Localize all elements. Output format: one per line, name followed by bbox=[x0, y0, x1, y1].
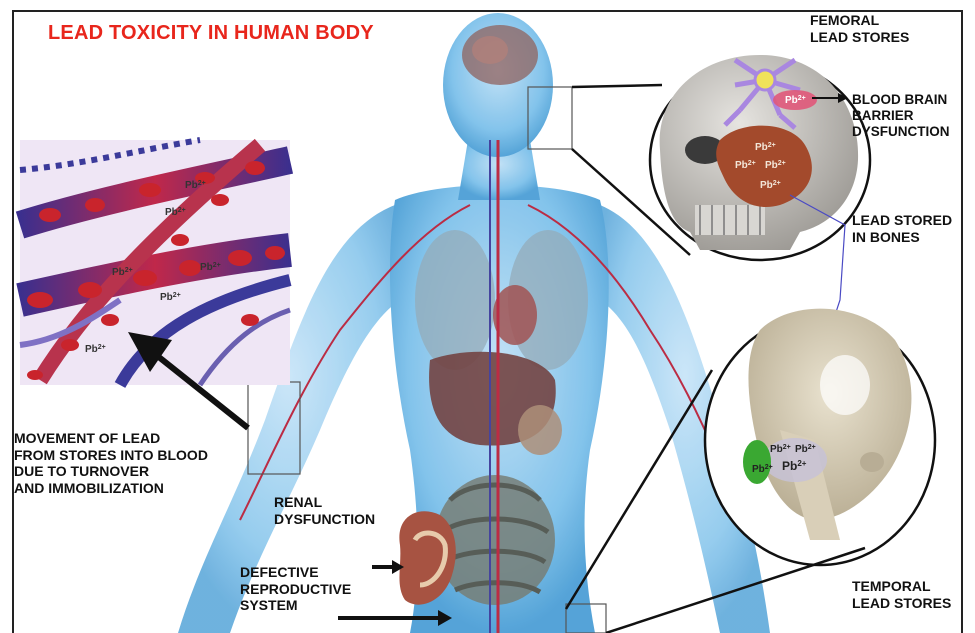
page-title: LEAD TOXICITY IN HUMAN BODY bbox=[48, 22, 374, 45]
connector-line bbox=[572, 85, 662, 87]
skull-inset: Pb2+ Pb2+ Pb2+ Pb2+ Pb2+ bbox=[650, 55, 870, 260]
label-movement-of-lead: MOVEMENT OF LEAD FROM STORES INTO BLOOD … bbox=[14, 430, 208, 496]
label-femoral-lead-stores: FEMORAL LEAD STORES bbox=[810, 12, 909, 45]
label-blood-brain-barrier: BLOOD BRAIN BARRIER DYSFUNCTION bbox=[852, 92, 950, 140]
label-lead-stored-in-bones: LEAD STORED IN BONES bbox=[852, 212, 952, 245]
label-temporal-lead-stores: TEMPORAL LEAD STORES bbox=[852, 578, 951, 611]
pelvis-inset: Pb2+ Pb2+ Pb2+ Pb2+ bbox=[705, 309, 935, 565]
label-renal-dysfunction: RENAL DYSFUNCTION bbox=[274, 494, 375, 527]
label-defective-reproductive-system: DEFECTIVE REPRODUCTIVE SYSTEM bbox=[240, 564, 351, 614]
